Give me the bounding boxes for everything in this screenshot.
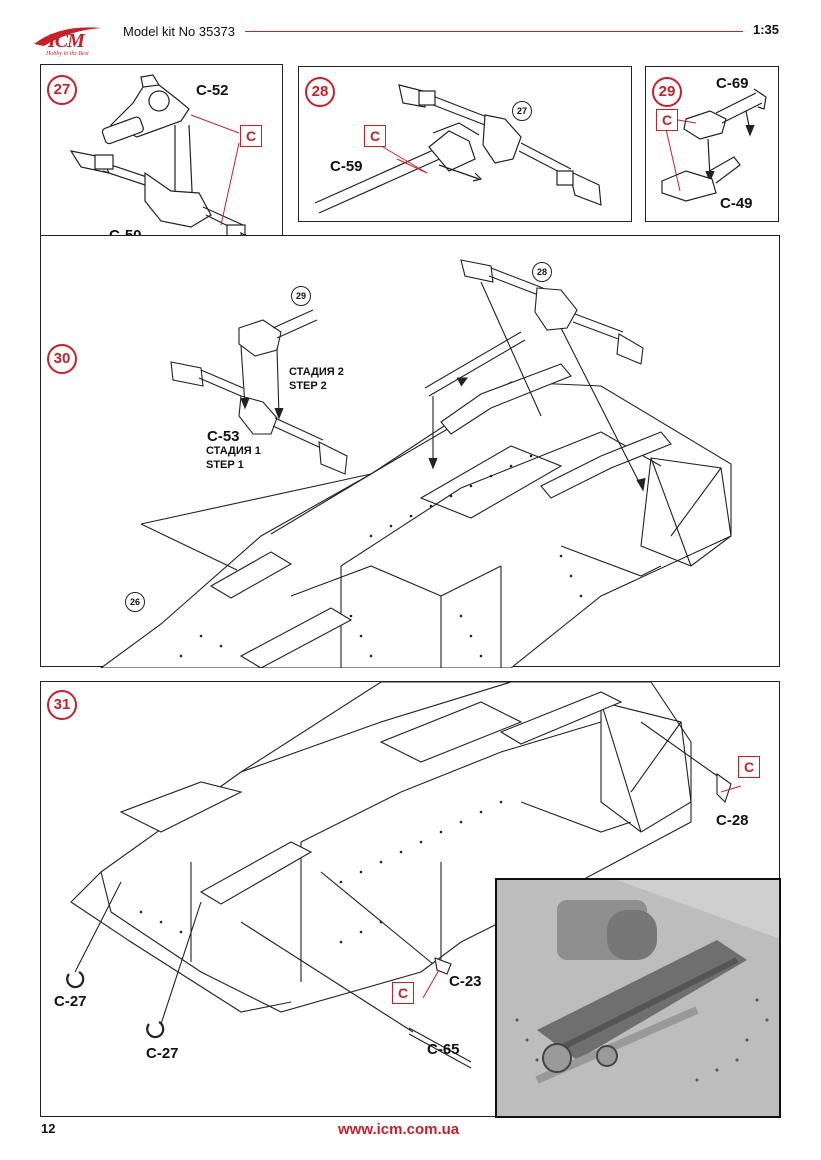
part-label-c59: C-59	[330, 158, 363, 175]
step-29-number: 29	[652, 77, 682, 107]
sprue-c-tag: C	[656, 109, 678, 131]
ref-step-27-circle: 27	[512, 101, 532, 121]
ref-step-26-circle: 26	[125, 592, 145, 612]
brand-name: ICM	[48, 30, 85, 52]
step-28-drawing	[314, 84, 602, 214]
sprue-c-tag-c28: C	[738, 756, 760, 778]
sprue-c-tag: C	[240, 125, 262, 147]
part-label-c52: C-52	[196, 82, 229, 99]
website-link[interactable]: www.icm.com.ua	[338, 1121, 460, 1138]
logo-swoosh-icon	[34, 27, 102, 46]
part-label-c53: C-53	[207, 428, 240, 445]
ref-step-29-circle: 29	[291, 286, 311, 306]
stage1-en-label: STEP 1	[206, 459, 244, 471]
step-27-number: 27	[47, 75, 77, 105]
part-label-c69: C-69	[716, 75, 749, 92]
step-30-number: 30	[47, 344, 77, 374]
step-28-number: 28	[305, 77, 335, 107]
sprue-c-tag-c23: C	[392, 982, 414, 1004]
icm-logo: ICM Hobby in the Best	[30, 20, 110, 62]
scale-label: 1:35	[753, 22, 780, 37]
sprue-c-tag: C	[364, 125, 386, 147]
step-31-drawing	[66, 682, 742, 1069]
stage1-ru-label: СТАДИЯ 1	[206, 445, 261, 457]
part-label-c27-lower: C-27	[146, 1045, 179, 1062]
page-number: 12	[41, 1121, 56, 1136]
model-kit-label: Model kit No 35373	[123, 24, 236, 39]
reference-photo	[495, 878, 781, 1118]
stage2-en-label: STEP 2	[289, 380, 327, 392]
step-31-number: 31	[47, 690, 77, 720]
part-label-c49: C-49	[720, 195, 753, 212]
part-label-c28: C-28	[716, 812, 749, 829]
stage2-ru-label: СТАДИЯ 2	[289, 366, 344, 378]
step-29-panel: 29 C-69 C C-49	[645, 66, 779, 222]
header-rule	[245, 31, 743, 32]
step-30-drawing	[100, 259, 732, 668]
step-30-panel: 30 29 28 26 СТАДИЯ 2 STEP 2 C-53 СТАДИЯ …	[40, 235, 780, 668]
part-label-c65: C-65	[427, 1041, 460, 1058]
part-label-c27-upper: C-27	[54, 993, 87, 1010]
step-31-panel: 31 C C-28 C-23 C C-65 C-27 C-27	[40, 681, 781, 1118]
brand-tagline: Hobby in the Best	[46, 51, 89, 57]
photo-illustration	[497, 880, 779, 1116]
part-label-c23: C-23	[449, 973, 482, 990]
step-29-drawing	[661, 88, 767, 202]
step-28-panel: 28 27 C C-59	[298, 66, 632, 222]
ref-step-28-circle: 28	[532, 262, 552, 282]
